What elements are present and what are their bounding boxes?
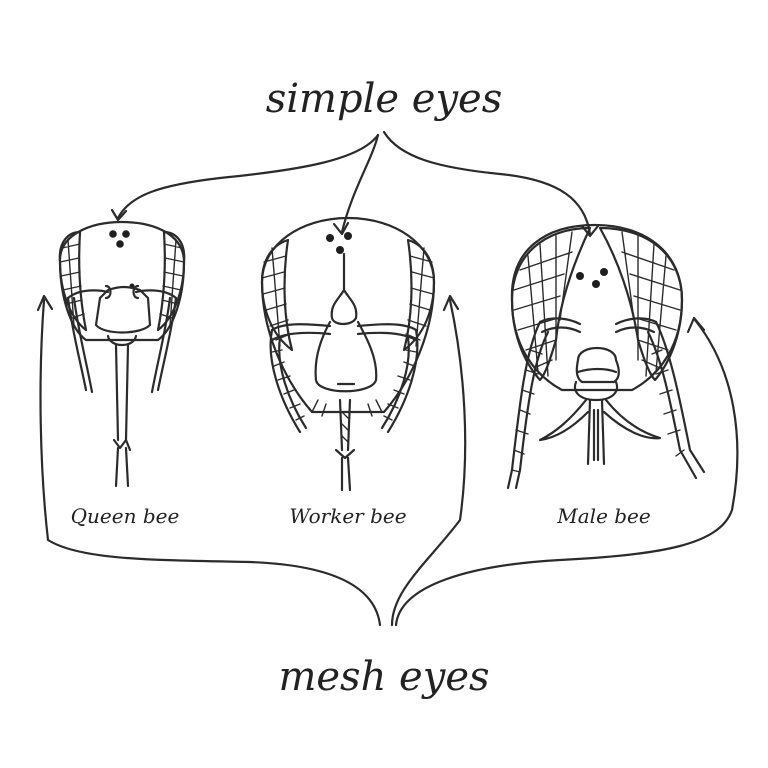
male-ocellus-center: [592, 280, 600, 288]
male-bee-head: [506, 223, 706, 490]
male-right-antenna: [646, 320, 706, 480]
arrowhead-worker: [332, 221, 350, 236]
arrow-to-worker-mesh: [390, 298, 467, 627]
male-left-antenna-base: [538, 317, 582, 334]
worker-bee-caption: Worker bee: [289, 504, 406, 528]
worker-ocellus-center: [336, 246, 344, 254]
male-clypeus: [575, 347, 620, 384]
worker-right-antenna: [380, 328, 419, 434]
queen-ocellus-left: [109, 230, 117, 238]
male-right-mandible: [602, 398, 662, 440]
arrowhead-queen-mesh: [36, 294, 54, 312]
arrowhead-queen: [110, 208, 128, 222]
queen-right-antenna-base: [132, 284, 178, 300]
male-labrum: [573, 380, 619, 402]
male-right-antenna-segments: [651, 349, 685, 457]
mesh-eyes-arrows: [36, 294, 739, 627]
queen-right-compound-eye: [156, 230, 186, 332]
worker-ocellus-right: [344, 232, 352, 240]
worker-bristles: [311, 399, 383, 417]
queen-bee-head: [58, 220, 186, 488]
male-right-compound-eye: [598, 226, 684, 382]
male-clypeus-line: [576, 367, 618, 374]
male-ocellus-right: [600, 268, 608, 276]
worker-frons: [330, 252, 358, 326]
male-ocellus-left: [576, 272, 584, 280]
male-left-antenna-segments: [511, 349, 543, 473]
worker-proboscis-segments: [341, 411, 349, 443]
queen-left-antenna: [66, 296, 94, 394]
queen-left-compound-eye: [58, 230, 88, 332]
arrowhead-worker-mesh: [442, 294, 460, 312]
worker-left-eye-mesh: [261, 247, 291, 347]
worker-right-antenna-segments: [383, 349, 417, 421]
simple-eyes-arrows: [110, 130, 600, 238]
arrow-to-queen-mesh: [39, 298, 382, 627]
simple-eyes-label: simple eyes: [266, 76, 503, 122]
worker-left-antenna: [269, 328, 308, 434]
male-left-antenna: [506, 320, 550, 490]
arrow-to-male-mesh: [394, 318, 739, 627]
worker-ocellus-left: [326, 234, 334, 242]
male-bee-caption: Male bee: [556, 504, 650, 528]
worker-left-antenna-segments: [271, 349, 305, 421]
queen-ocellus-center: [116, 240, 124, 248]
queen-bee-caption: Queen bee: [71, 504, 180, 528]
arrow-to-queen: [116, 133, 380, 220]
male-left-mandible: [538, 398, 590, 442]
queen-proboscis: [112, 343, 132, 488]
worker-bee-head: [260, 216, 436, 492]
arrow-to-male: [382, 130, 592, 236]
arrowhead-male: [580, 224, 600, 238]
male-proboscis: [586, 398, 606, 466]
queen-ocellus-right: [122, 230, 130, 238]
male-right-antenna-base: [614, 317, 658, 334]
worker-right-compound-eye: [402, 238, 436, 352]
mesh-eyes-label: mesh eyes: [278, 654, 489, 700]
worker-left-compound-eye: [260, 238, 294, 352]
worker-right-eye-mesh: [405, 247, 435, 347]
worker-clypeus: [314, 320, 378, 393]
queen-clypeus: [94, 285, 152, 334]
queen-right-antenna: [150, 296, 178, 394]
arrowhead-male-mesh: [686, 316, 706, 334]
queen-labrum: [106, 334, 138, 347]
worker-proboscis: [334, 398, 356, 492]
